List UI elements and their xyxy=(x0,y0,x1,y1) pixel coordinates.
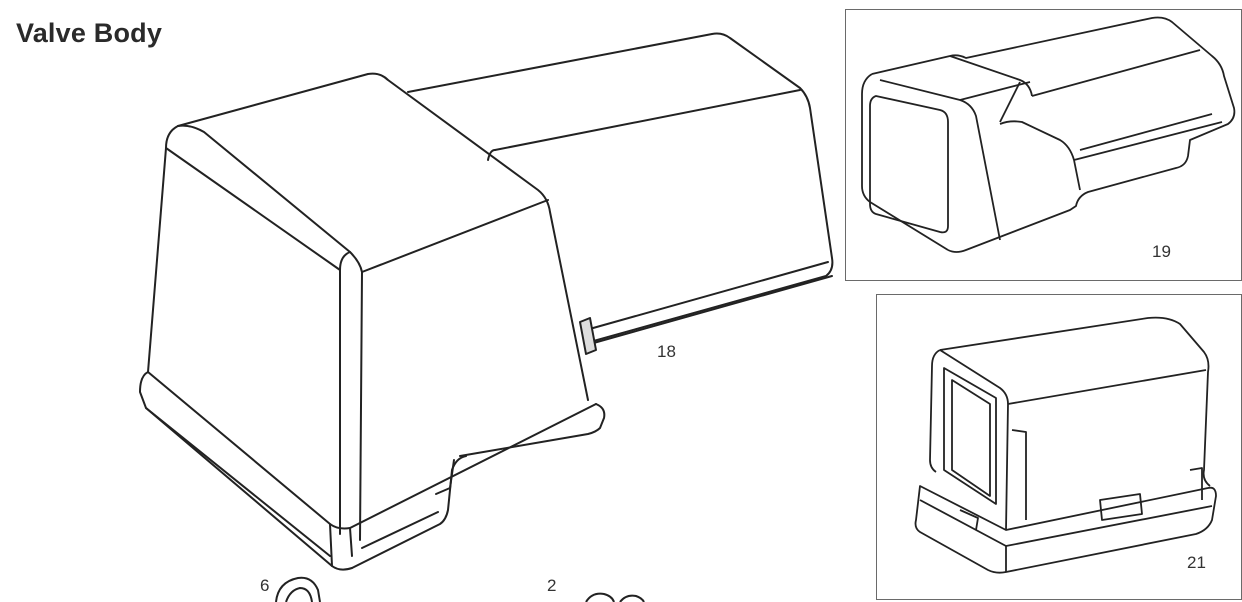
part-6-nut xyxy=(275,576,321,602)
rear-housing-outline xyxy=(407,32,834,343)
callout-18: 18 xyxy=(657,342,676,361)
callout-6: 6 xyxy=(260,576,270,595)
front-housing-outline xyxy=(177,72,589,401)
callout-21: 21 xyxy=(1187,553,1206,572)
page-title: Valve Body xyxy=(16,18,163,48)
callout-2: 2 xyxy=(547,576,557,595)
callout-19: 19 xyxy=(1152,242,1171,261)
part-2-fragment xyxy=(585,592,615,602)
